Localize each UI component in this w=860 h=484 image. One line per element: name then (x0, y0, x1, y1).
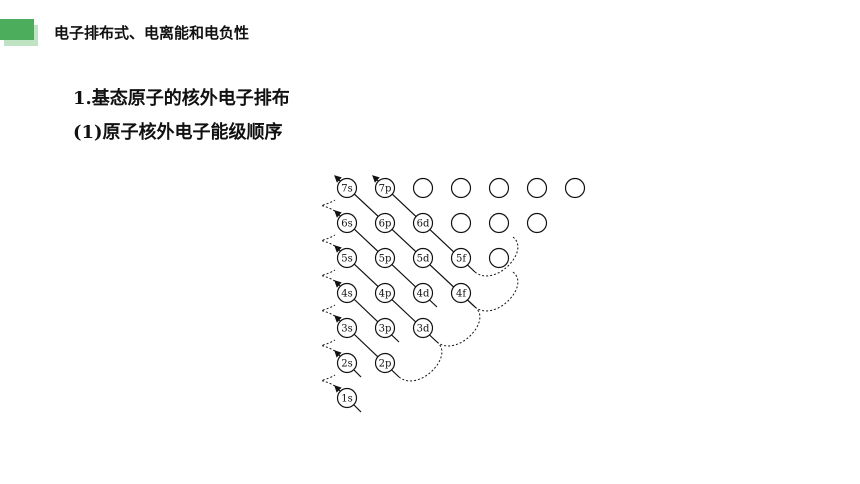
orbital-label: 4s (341, 289, 353, 300)
orbital-circle (412, 317, 434, 339)
orbital-label: 6p (379, 219, 392, 230)
orbital-label: 1s (341, 394, 353, 405)
orbital-circle (450, 177, 472, 199)
orbital-label: 7p (379, 184, 392, 195)
dashed-connector (321, 339, 336, 352)
orbital-circle (336, 247, 358, 269)
orbital-label: 5d (417, 254, 430, 265)
dashed-connector (321, 199, 336, 212)
orbital-circle (450, 282, 472, 304)
orbital-circles: 7s 7p 6s 6p 6d 5s 5p 5d 5f 4s 4p 4d 4f 3s 3p 3d 2s 2p 1s (336, 177, 586, 409)
filling-arrow (334, 175, 476, 308)
orbital-circle (374, 352, 396, 374)
orbital-label: 7s (341, 184, 353, 195)
dashed-connector (474, 236, 519, 277)
orbital-label: 3p (379, 324, 392, 335)
subsection-heading: (1)原子核外电子能级顺序 (73, 122, 283, 143)
orbital-circle (488, 177, 510, 199)
orbital-circle (526, 212, 548, 234)
orbital-circle (336, 317, 358, 339)
dashed-connector (474, 271, 519, 312)
orbital-label: 4d (417, 289, 430, 300)
orbital-circle (374, 212, 396, 234)
orbital-circle (374, 317, 396, 339)
orbital-circle (488, 212, 510, 234)
orbital-circle (374, 282, 396, 304)
orbital-label: 6d (417, 219, 430, 230)
orbital-label: 5f (456, 254, 467, 265)
orbital-circle (336, 282, 358, 304)
orbital-circle (336, 387, 358, 409)
orbital-circle (564, 177, 586, 199)
orbital-label: 4p (379, 289, 392, 300)
orbital-circle (374, 177, 396, 199)
orbital-circle (336, 212, 358, 234)
dashed-connector (321, 304, 336, 317)
page-title: 电子排布式、电离能和电负性 (54, 24, 250, 42)
orbital-circle (336, 352, 358, 374)
dashed-connector (436, 306, 481, 347)
orbital-circle (450, 247, 472, 269)
orbital-circle (488, 247, 510, 269)
orbital-circle (412, 282, 434, 304)
orbital-circle (374, 247, 396, 269)
orbital-label: 2p (379, 359, 392, 370)
orbital-label: 6s (341, 219, 353, 230)
dashed-connector (321, 269, 336, 282)
dashed-connector (321, 234, 336, 247)
orbital-circle (526, 177, 548, 199)
dashed-connector (398, 341, 443, 382)
orbital-label: 5p (379, 254, 392, 265)
orbital-label: 2s (341, 359, 353, 370)
orbital-label: 3s (341, 324, 353, 335)
orbital-circle (336, 177, 358, 199)
section-heading: 1.基态原子的核外电子排布 (73, 88, 290, 109)
orbital-label: 4f (456, 289, 467, 300)
header-accent-bar (0, 19, 34, 40)
dashed-connector (321, 374, 336, 387)
orbital-circle (412, 247, 434, 269)
orbital-circle (450, 212, 472, 234)
orbital-circle (412, 212, 434, 234)
orbital-label: 3d (417, 324, 430, 335)
orbital-circle (412, 177, 434, 199)
orbital-label: 5s (341, 254, 353, 265)
